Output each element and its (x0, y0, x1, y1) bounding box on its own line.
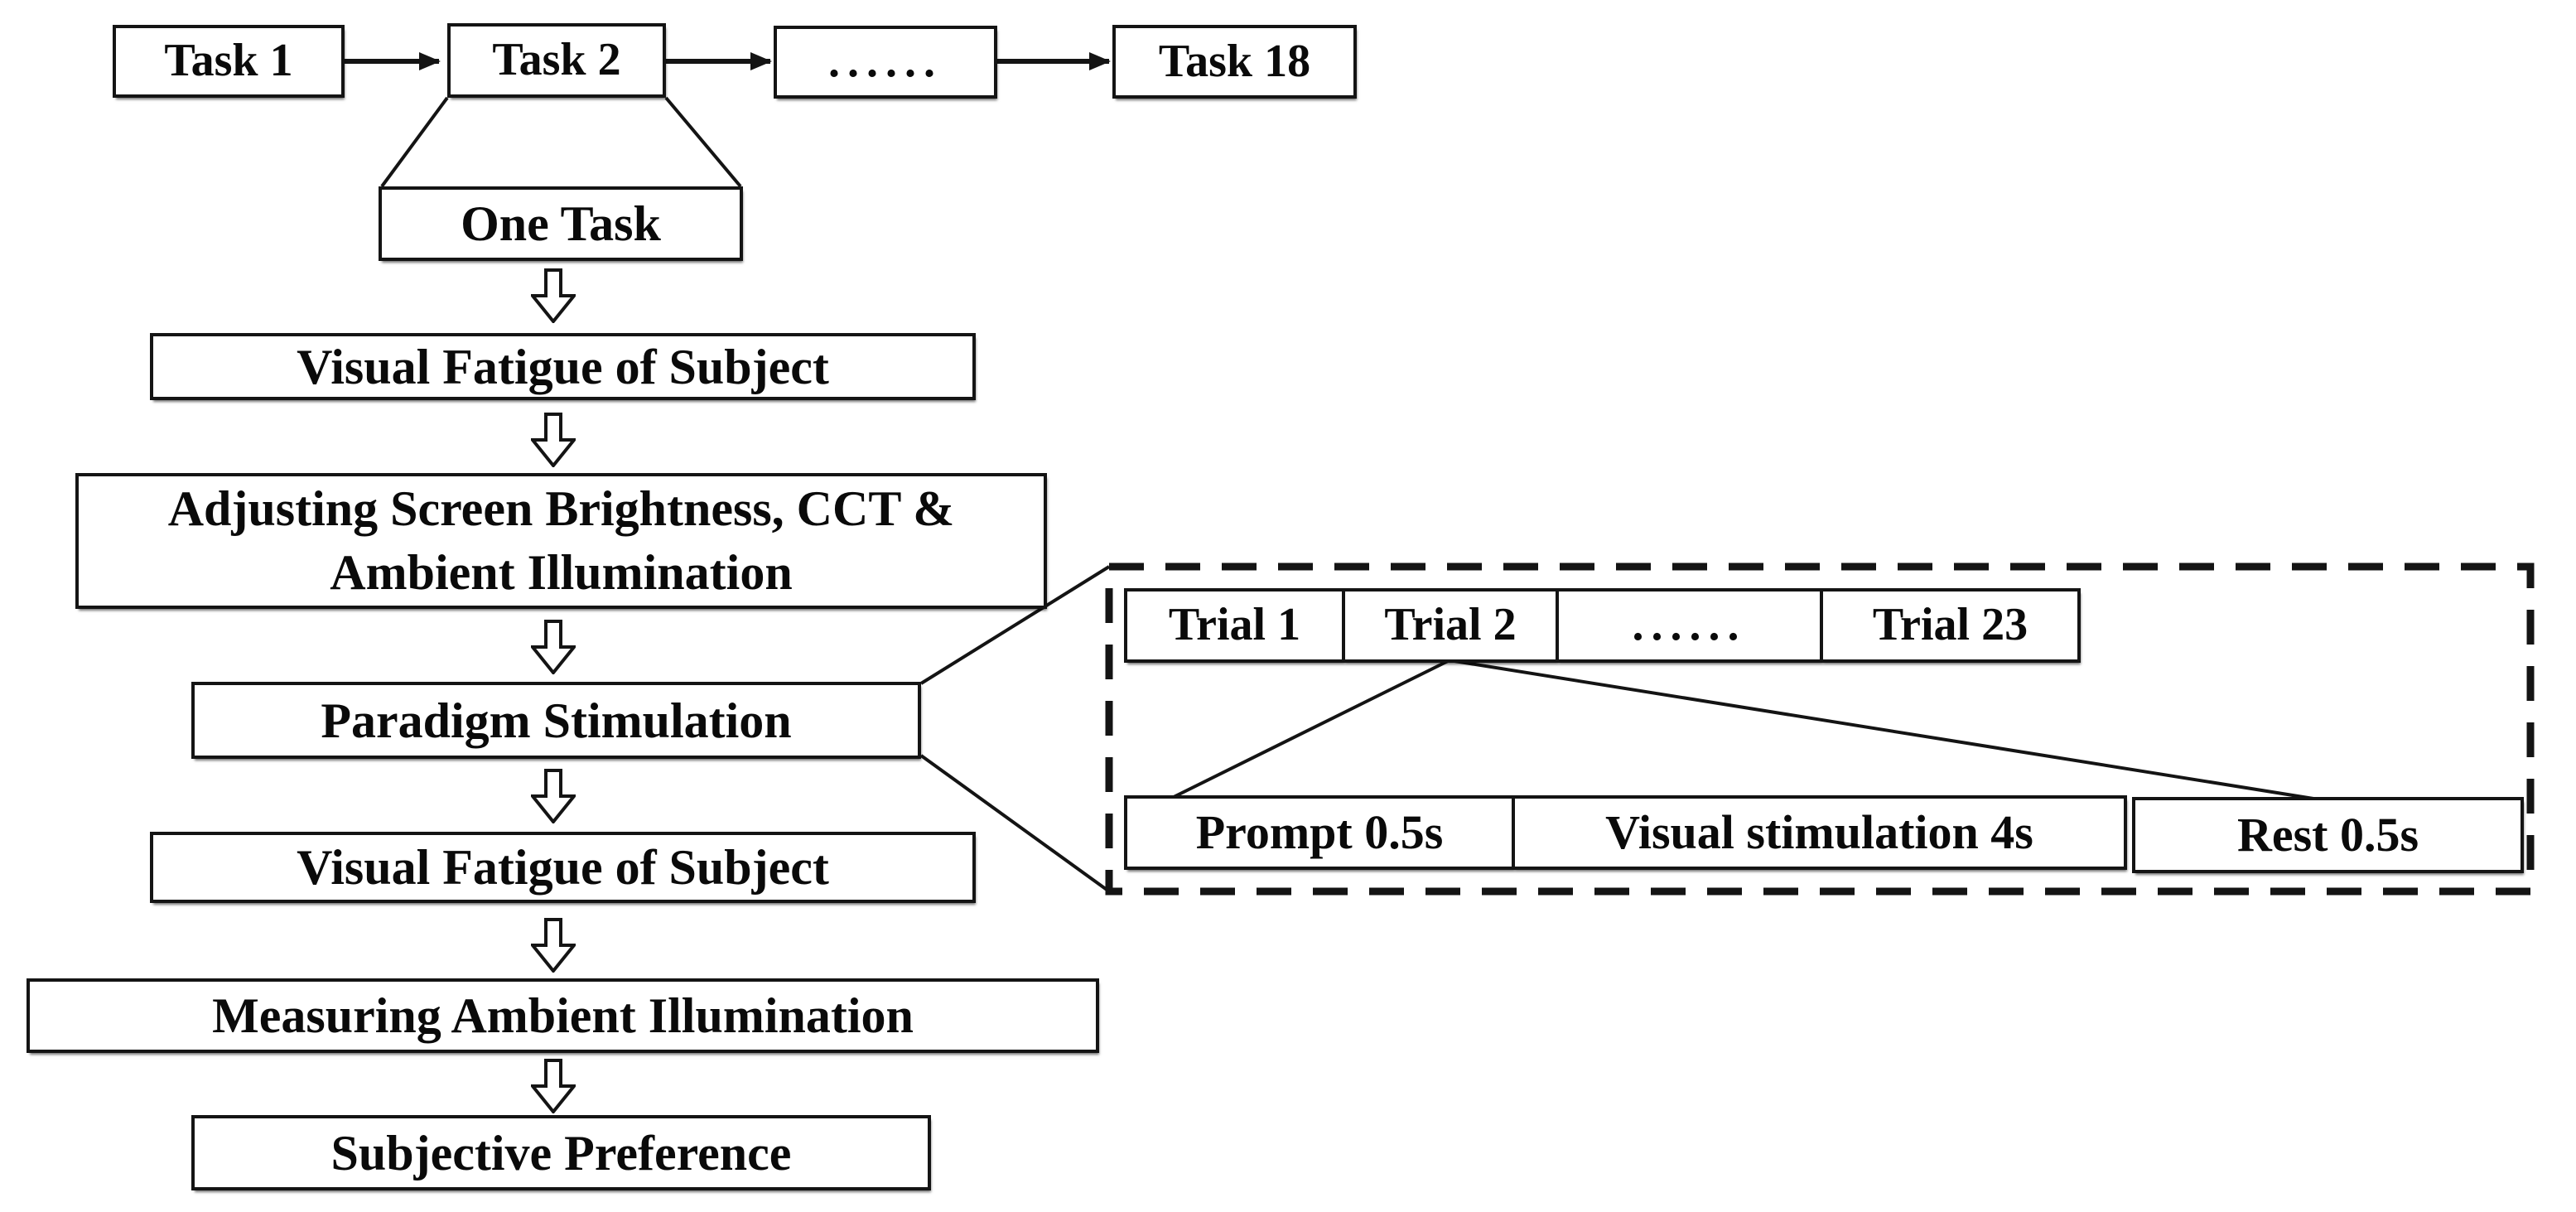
task-box-2: Task 2 (447, 23, 666, 98)
down-arrow-icon (531, 620, 576, 674)
trapezoid-leg-left (380, 96, 449, 188)
trial-box-2: Trial 2 (1342, 588, 1559, 663)
task-box-18: Task 18 (1112, 25, 1357, 99)
task-box-ellipsis: ...... (774, 26, 997, 99)
adjusting-screen-box: Adjusting Screen Brightness, CCT & Ambie… (75, 473, 1047, 609)
trapezoid-leg-right (664, 96, 742, 188)
visual-stimulation-box: Visual stimulation 4s (1512, 795, 2127, 870)
rest-box: Rest 0.5s (2132, 797, 2524, 873)
visual-fatigue-box-1: Visual Fatigue of Subject (150, 333, 976, 400)
down-arrow-icon (531, 769, 576, 823)
down-arrow-icon (531, 1059, 576, 1113)
down-arrow-icon (531, 413, 576, 467)
visual-fatigue-box-2: Visual Fatigue of Subject (150, 832, 976, 903)
trial-box-ellipsis: ...... (1556, 588, 1823, 663)
down-arrow-icon (531, 268, 576, 323)
trial-box-1: Trial 1 (1124, 588, 1345, 663)
trial-v-line-right (1454, 659, 2314, 800)
subjective-preference-box: Subjective Preference (191, 1115, 931, 1190)
prompt-box: Prompt 0.5s (1124, 795, 1515, 870)
paradigm-stimulation-box: Paradigm Stimulation (191, 682, 921, 759)
expansion-line-bottom (919, 754, 1111, 893)
trial-panel-dashed-border (1105, 563, 2535, 896)
trial-box-23: Trial 23 (1820, 588, 2081, 663)
down-arrow-icon (531, 918, 576, 973)
one-task-box: One Task (379, 186, 743, 261)
measuring-ambient-illumination-box: Measuring Ambient Illumination (27, 978, 1099, 1053)
trial-v-line-left (1173, 659, 1449, 799)
task-box-1: Task 1 (113, 25, 345, 98)
expansion-line-top (919, 565, 1111, 685)
